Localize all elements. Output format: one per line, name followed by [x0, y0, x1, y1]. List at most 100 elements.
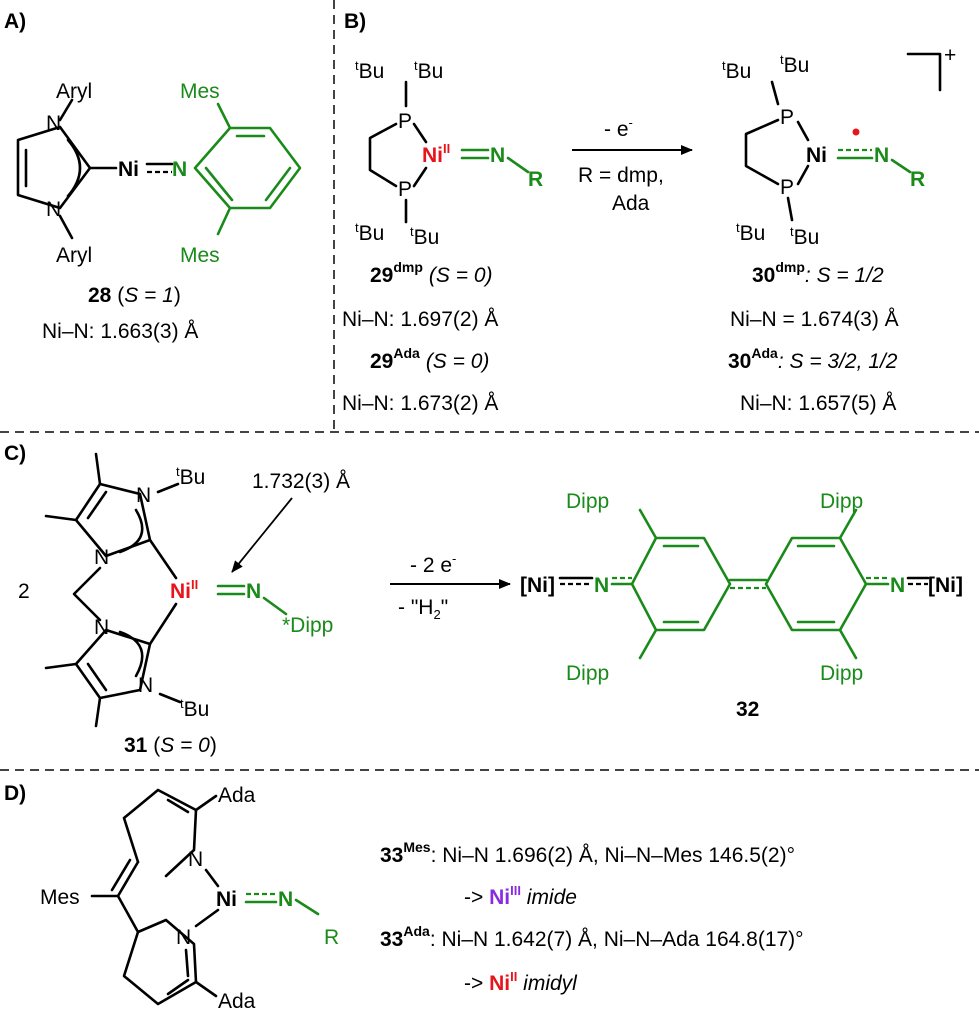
caption-30-ada: 30Ada: S = 3/2, 1/2: [728, 345, 898, 373]
n-tbu-bond-bottom: [158, 692, 182, 704]
n-ni-bond-top: [204, 868, 220, 888]
tbu-29-bottom-right: tBu: [410, 224, 439, 249]
p-atom-29-bottom: P: [398, 178, 412, 201]
n-top-tbu: N: [136, 484, 151, 507]
compound-28-caption: 28 (S = 1): [88, 284, 181, 307]
dipp-bond-right-bottom: [838, 628, 858, 660]
dipp-left-top: Dipp: [566, 490, 609, 513]
pyrrole-top-ada-bond: [194, 794, 218, 812]
dipp-bond-left-top: [638, 508, 658, 540]
imidazole-delocalization-arc: [66, 138, 82, 198]
p-ni-bond-30-top: [796, 120, 810, 142]
caption-33-mes: 33Mes: Ni–N 1.696(2) Å, Ni–N–Mes 146.5(2…: [380, 839, 795, 867]
mesityl-inner-bond-3: [204, 166, 234, 202]
p-tbu-bond-3: [770, 80, 780, 106]
imidazole-top-arc: [118, 508, 144, 554]
dipp-bond-left-bottom: [638, 628, 658, 660]
mes-label-33: Mes: [40, 886, 80, 909]
arrow-c-bottom-label: - "H2": [398, 596, 448, 622]
tbu-c-bottom: tBu: [180, 696, 209, 721]
n-top-bridge: N: [94, 546, 109, 569]
carbene-ni-bottom: [148, 602, 178, 646]
mesityl-inner-bond-2: [264, 166, 292, 202]
tbu-c-top: tBu: [176, 464, 205, 489]
aryl-top-bond: [58, 98, 74, 122]
dipp-bond-right-top: [838, 508, 858, 540]
assignment-33-ada: -> NiII imidyl: [464, 969, 578, 995]
n-right-32: N: [890, 574, 905, 597]
distance-29-ada: Ni–N: 1.673(2) Å: [342, 392, 498, 415]
panel-c-label: C): [4, 442, 26, 465]
charge-30: +: [944, 44, 956, 67]
dipp-left-bottom: Dipp: [566, 662, 609, 685]
dipp-right-top: Dipp: [820, 490, 863, 513]
radical-dot-30: [852, 128, 860, 136]
methylene-bridge: [72, 566, 102, 622]
dipp-right-bottom: Dipp: [820, 662, 863, 685]
ada-bottom-label: Ada: [218, 990, 256, 1013]
panel-a-label: A): [4, 10, 26, 33]
ni-right-32: [Ni]: [928, 574, 963, 597]
n-top-dipyrrin: N: [188, 848, 203, 871]
arrow-b-bottom-label: Ada: [612, 192, 650, 215]
panel-b: B) tBu tBu P P tBu tBu NiII N R - e- R =…: [342, 10, 956, 415]
p-ni-bond-29-top: [412, 122, 428, 144]
bracket-30: [906, 52, 942, 92]
p-ni-bond-30-bottom: [796, 164, 810, 186]
imidazole-bottom-arc: [118, 630, 144, 678]
tbu-29-top-left: tBu: [355, 58, 384, 83]
tbu-30-bottom-left: tBu: [736, 220, 765, 245]
imido-n-29: N: [490, 144, 505, 167]
n-ni-bond-bottom: [194, 908, 220, 928]
methyl-top-1: [94, 452, 102, 486]
panel-d-label: D): [4, 782, 26, 805]
carbene-ni-top: [148, 538, 178, 580]
distance-30-dmp: Ni–N = 1.674(3) Å: [730, 308, 899, 331]
stoichiometric-coefficient: 2: [18, 580, 30, 603]
aryl-bottom-bond: [58, 214, 74, 240]
ni-atom-29: NiII: [422, 141, 450, 167]
arrow-c-top-label: - 2 e-: [410, 551, 456, 577]
pyrrole-top-double: [166, 798, 190, 814]
compound-28-distance: Ni–N: 1.663(3) Å: [42, 320, 198, 343]
panel-b-label: B): [344, 10, 366, 33]
mes-bottom-bond: [216, 206, 232, 236]
imidazole-n-top: N: [46, 112, 61, 135]
arrow-b-mid-label: R = dmp,: [578, 164, 664, 187]
dipp-star-label: *Dipp: [282, 614, 333, 637]
ni-atom-33: Ni: [216, 888, 237, 911]
methyl-top-2: [44, 514, 78, 522]
imido-n-31: N: [246, 580, 261, 603]
quinoid-ring-left: [630, 536, 732, 632]
tbu-30-top-left: tBu: [722, 58, 751, 83]
aryl-bottom-label: Aryl: [56, 244, 92, 267]
compound-31-caption: 31 (S = 0): [124, 734, 217, 757]
tbu-30-bottom-right: tBu: [790, 224, 819, 249]
n-bottom-bridge: N: [94, 616, 109, 639]
caption-30-dmp: 30dmp: S = 1/2: [752, 259, 884, 287]
tbu-29-top-right: tBu: [414, 58, 443, 83]
ni-atom-30: Ni: [806, 144, 827, 167]
tbu-29-bottom-left: tBu: [355, 220, 384, 245]
ni-atom-31: NiII: [170, 577, 198, 603]
n-r-bond-33: [294, 898, 320, 916]
assignment-33-mes: -> NiIII imide: [464, 883, 577, 909]
caption-29-ada: 29Ada(S = 0): [370, 345, 489, 373]
distance-30-ada: Ni–N: 1.657(5) Å: [740, 392, 896, 415]
distance-pointer: [231, 497, 293, 573]
ada-top-label: Ada: [218, 784, 256, 807]
compound-32-caption: 32: [736, 698, 759, 721]
r-group-29: R: [528, 168, 543, 191]
n-tbu-bond-top: [156, 482, 180, 494]
caption-29-dmp: 29dmp(S = 0): [370, 259, 493, 287]
imidazole-ring-bonds: [16, 125, 92, 210]
panel-d: D) Ada N Mes Ada N Ni N R 33Mes: Ni–N 1.…: [4, 782, 804, 1013]
imido-n-33: N: [278, 888, 293, 911]
arrow-b-top-label: - e-: [604, 115, 633, 141]
r-group-33: R: [324, 926, 339, 949]
pyrrole-bottom-ada-bond: [194, 980, 218, 998]
quinoid-ring-right: [764, 536, 868, 632]
imidazole-bottom-ring: [74, 628, 152, 700]
imidazole-n-bottom: N: [46, 198, 61, 221]
